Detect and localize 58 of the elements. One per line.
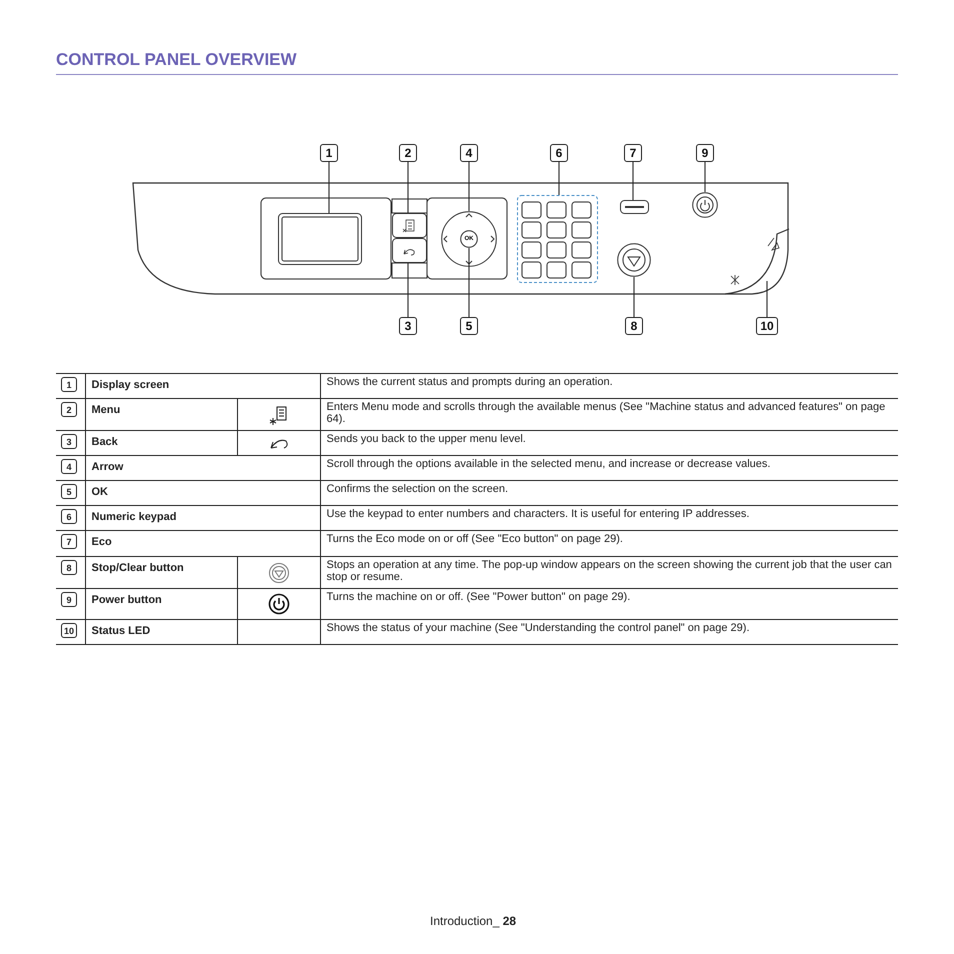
callout-number: 10 bbox=[61, 623, 77, 638]
part-name: Status LED bbox=[85, 620, 237, 644]
stop-button bbox=[617, 243, 651, 277]
page-title: CONTROL PANEL OVERVIEW bbox=[56, 50, 297, 70]
description-text: Confirms the selection on the screen. bbox=[320, 480, 898, 506]
callout-number: 3 bbox=[61, 434, 77, 449]
description-text: Sends you back to the upper menu level. bbox=[320, 430, 898, 456]
callout-number: 5 bbox=[61, 484, 77, 499]
leader-line bbox=[468, 248, 470, 318]
leader-line bbox=[766, 280, 768, 318]
part-name: Arrow bbox=[85, 456, 320, 480]
callout-number: 4 bbox=[61, 459, 77, 474]
part-name: Menu bbox=[85, 398, 237, 430]
eco-button bbox=[620, 200, 649, 214]
callout-number: 7 bbox=[61, 534, 77, 549]
status-led bbox=[724, 228, 790, 295]
back-button bbox=[392, 238, 427, 263]
callout-number: 6 bbox=[61, 509, 77, 524]
callout-number: 9 bbox=[696, 144, 714, 162]
menu-button bbox=[392, 213, 427, 238]
callout-number: 4 bbox=[460, 144, 478, 162]
callout-number: 3 bbox=[399, 317, 417, 335]
callout-number: 9 bbox=[61, 592, 77, 607]
callout-number: 1 bbox=[61, 377, 77, 392]
part-name: Back bbox=[85, 430, 237, 456]
leader-line bbox=[558, 162, 560, 196]
arrow-pad bbox=[441, 211, 497, 267]
callout-number: 2 bbox=[399, 144, 417, 162]
description-text: Shows the status of your machine (See "Understanding the control panel" on page 29). bbox=[320, 620, 898, 644]
part-name: Stop/Clear button bbox=[85, 556, 237, 588]
description-text: Scroll through the options available in the selected menu, and increase or decrease values. bbox=[320, 456, 898, 480]
part-name: Numeric keypad bbox=[85, 506, 320, 530]
power-button bbox=[692, 192, 718, 218]
part-name: Display screen bbox=[85, 374, 320, 398]
callout-number: 5 bbox=[460, 317, 478, 335]
display-screen bbox=[278, 213, 362, 265]
leader-line bbox=[632, 162, 634, 200]
leader-line bbox=[328, 162, 330, 214]
numeric-keypad bbox=[517, 195, 598, 283]
callout-number: 8 bbox=[61, 560, 77, 575]
description-text: Use the keypad to enter numbers and characters. It is useful for entering IP addresses. bbox=[320, 506, 898, 530]
description-text: Enters Menu mode and scrolls through the available menus (See "Machine status and advanced features" on page 64). bbox=[320, 398, 898, 430]
callout-number: 2 bbox=[61, 402, 77, 417]
description-text: Stops an operation at any time. The pop-up window appears on the screen showing the current job that the user can stop or resume. bbox=[320, 556, 898, 588]
callout-number: 8 bbox=[625, 317, 643, 335]
callout-number: 1 bbox=[320, 144, 338, 162]
page-number: Introduction_ 28 bbox=[430, 914, 516, 928]
description-text: Shows the current status and prompts during an operation. bbox=[320, 374, 898, 398]
callout-number: 6 bbox=[550, 144, 568, 162]
callout-number: 7 bbox=[624, 144, 642, 162]
leader-line bbox=[704, 162, 706, 192]
callout-number: 10 bbox=[756, 317, 778, 335]
part-name: OK bbox=[85, 480, 320, 506]
part-name: Power button bbox=[85, 588, 237, 620]
part-name: Eco bbox=[85, 530, 320, 556]
leader-line bbox=[468, 162, 470, 212]
description-text: Turns the machine on or off. (See "Power button" on page 29). bbox=[320, 588, 898, 620]
description-text: Turns the Eco mode on or off (See "Eco button" on page 29). bbox=[320, 530, 898, 556]
